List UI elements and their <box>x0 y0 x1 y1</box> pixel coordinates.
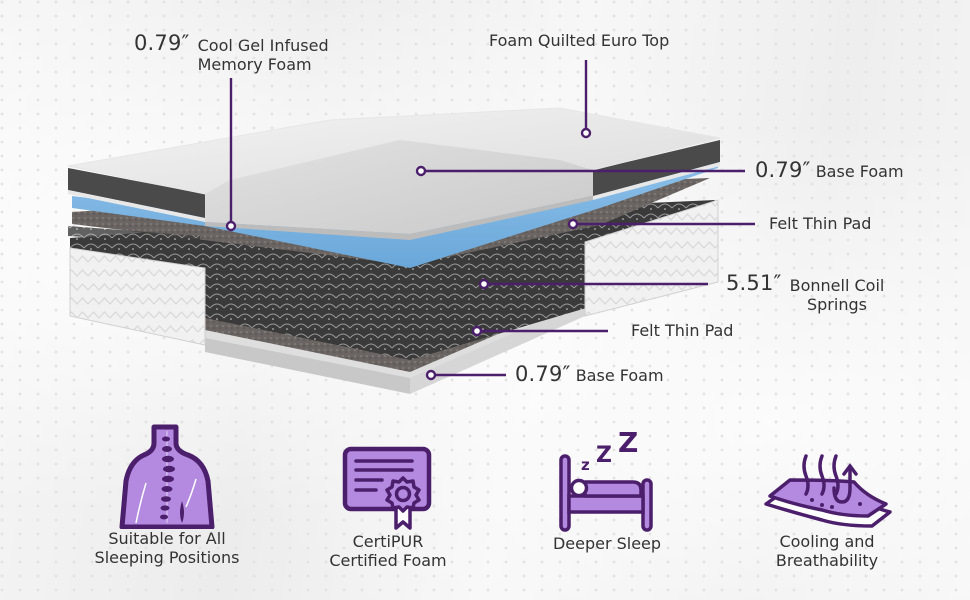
layer-thickness: 0.79″ <box>755 158 811 182</box>
callout-foam-quilted-euro-top: Foam Quilted Euro Top <box>489 32 669 50</box>
quilted-side-panel-left <box>69 247 206 346</box>
callout-dot-bonnell <box>478 278 490 290</box>
feature-deeper-sleep: z Z Z Deeper Sleep <box>507 430 707 553</box>
callout-dot-cool-gel <box>225 220 237 232</box>
layer-name: Base Foam <box>575 366 664 385</box>
callout-dot-felt-pad-top <box>567 218 579 230</box>
layer-thickness: 0.79″ <box>515 362 571 386</box>
layer-name: Felt Thin Pad <box>769 214 872 233</box>
layer-name: Foam Quilted Euro Top <box>489 31 670 50</box>
sleep-z-icon: z <box>581 456 590 474</box>
feature-caption-line2: Breathability <box>775 551 879 570</box>
callout-base-foam-top: 0.79″ Base Foam <box>755 158 904 183</box>
feature-caption-line2: Certified Foam <box>329 551 447 570</box>
sleep-z-icon: Z <box>618 430 638 459</box>
callout-cool-gel-memory-foam: 0.79″ Cool Gel Infused Memory Foam <box>134 31 329 74</box>
feature-sleeping-positions: Suitable for All Sleeping Positions <box>67 423 267 567</box>
callout-leaders <box>225 60 755 381</box>
layer-name-line2: Memory Foam <box>197 55 312 74</box>
callout-base-foam-bottom: 0.79″ Base Foam <box>515 362 664 387</box>
layer-name: Felt Thin Pad <box>631 321 734 340</box>
callout-dot-base-foam-top <box>415 165 427 177</box>
base-foam-top-layer <box>205 140 593 234</box>
layer-name-line1: Cool Gel Infused <box>197 36 329 55</box>
callout-felt-thin-pad-bottom: Felt Thin Pad <box>631 322 733 340</box>
sleeping-bed-icon: z Z Z <box>559 430 653 532</box>
callout-felt-thin-pad-top: Felt Thin Pad <box>769 215 871 233</box>
layer-thickness: 0.79″ <box>134 31 190 55</box>
feature-certipur: CertiPUR Certified Foam <box>288 446 488 570</box>
feature-caption-line1: Cooling and <box>779 532 875 551</box>
spine-back-icon <box>119 424 215 529</box>
feature-caption-line1: CertiPUR <box>352 532 424 551</box>
layer-name-line1: Bonnell Coil <box>789 276 885 295</box>
feature-caption-line1: Suitable for All <box>108 529 226 548</box>
layer-name-line2: Springs <box>806 295 867 314</box>
callout-dot-euro-top <box>580 127 592 139</box>
callout-dot-base-foam-bottom <box>425 369 437 381</box>
layer-thickness: 5.51″ <box>726 271 782 295</box>
feature-caption-line2: Sleeping Positions <box>94 548 240 567</box>
feature-cooling-breathability: Cooling and Breathability <box>727 452 927 570</box>
certificate-icon <box>342 446 432 530</box>
cooling-layers-icon <box>764 454 892 528</box>
quilted-side-panel-right <box>584 199 719 317</box>
layer-name: Base Foam <box>815 162 904 181</box>
callout-bonnell-coil-springs: 5.51″ Bonnell Coil Springs <box>726 271 885 314</box>
sleep-z-icon: Z <box>596 443 612 468</box>
callout-dot-felt-pad-bottom <box>471 325 483 337</box>
feature-caption-line1: Deeper Sleep <box>552 534 662 553</box>
